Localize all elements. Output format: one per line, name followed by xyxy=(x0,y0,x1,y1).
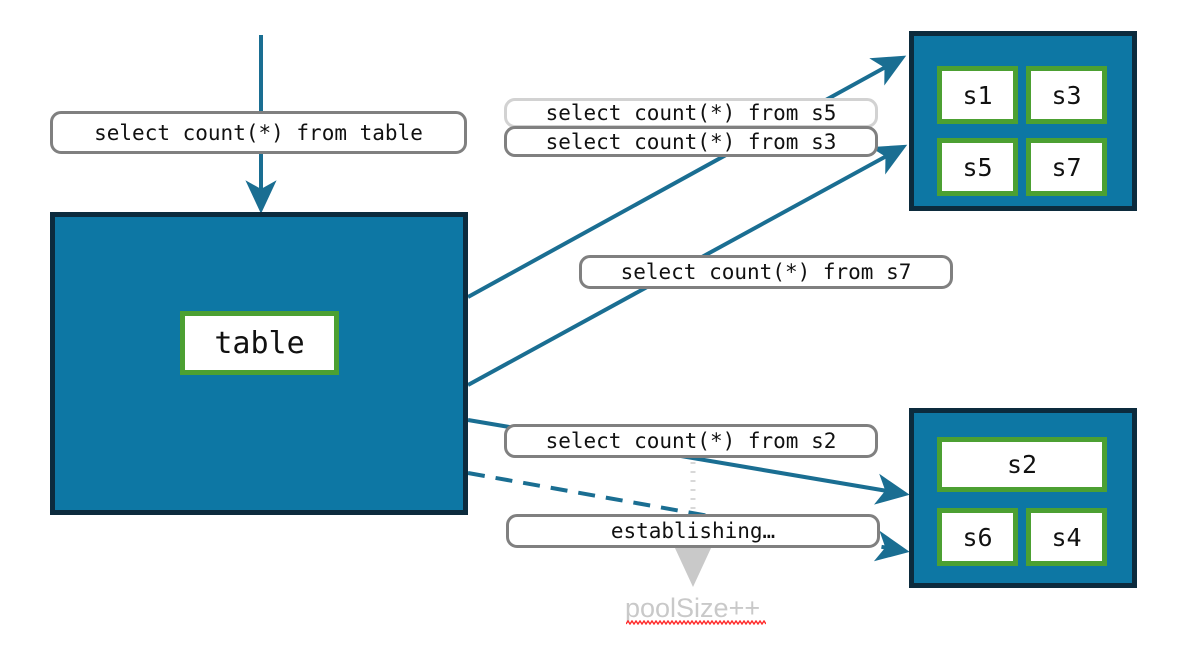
pool-slot-s5[interactable]: s5 xyxy=(937,138,1018,196)
pool-slot-s4[interactable]: s4 xyxy=(1026,508,1107,566)
pool-slot-s7[interactable]: s7 xyxy=(1026,138,1107,196)
pool-size-label: poolSize++ xyxy=(625,593,761,623)
pool-slot-s4-label: s4 xyxy=(1051,522,1082,552)
pool-slot-s5-label: s5 xyxy=(962,152,993,182)
query-s5-label: select count(*) from s5 xyxy=(504,98,878,128)
pool-slot-s2-label: s2 xyxy=(1006,450,1038,479)
spellcheck-underline-icon xyxy=(626,620,766,625)
query-s7-label: select count(*) from s7 xyxy=(579,255,953,289)
query-s3-text: select count(*) from s3 xyxy=(545,129,837,154)
pool-slot-s7-label: s7 xyxy=(1051,152,1082,182)
entry-query-text: select count(*) from table xyxy=(94,120,423,145)
pool-slot-s1-label: s1 xyxy=(962,80,993,110)
pool-slot-s3-label: s3 xyxy=(1051,80,1082,110)
pool-slot-s6-label: s6 xyxy=(962,522,993,552)
table-node[interactable]: table xyxy=(180,311,339,375)
entry-query-label: select count(*) from table xyxy=(50,111,467,154)
establishing-label: establishing… xyxy=(506,514,880,548)
pool-slot-s1[interactable]: s1 xyxy=(937,66,1018,124)
query-s2-text: select count(*) from s2 xyxy=(545,429,837,453)
pool-size-text: poolSize++ xyxy=(625,593,760,624)
query-s7-text: select count(*) from s7 xyxy=(620,260,912,284)
query-s5-text: select count(*) from s5 xyxy=(545,101,837,125)
establishing-text: establishing… xyxy=(610,519,776,543)
pool-slot-s6[interactable]: s6 xyxy=(937,508,1018,566)
query-s3-label: select count(*) from s3 xyxy=(504,126,878,157)
table-node-label: table xyxy=(214,325,305,361)
pool-slot-s3[interactable]: s3 xyxy=(1026,66,1107,124)
query-s2-label: select count(*) from s2 xyxy=(504,424,878,458)
pool-slot-s2[interactable]: s2 xyxy=(937,437,1107,492)
